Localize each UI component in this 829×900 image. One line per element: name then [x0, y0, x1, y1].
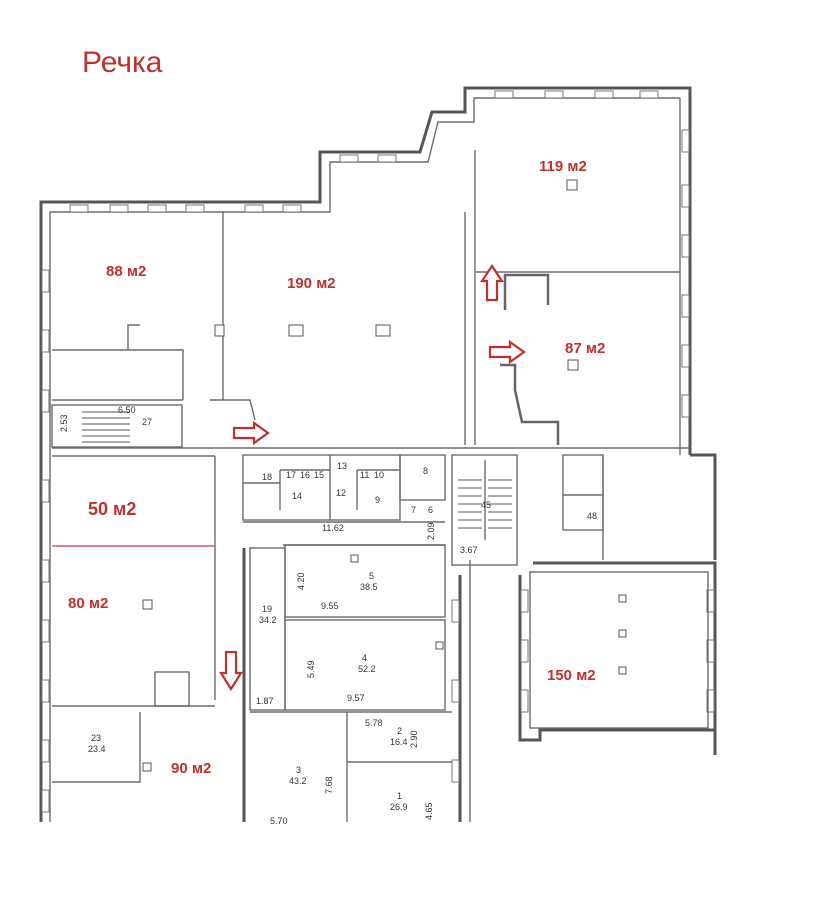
columns [142, 179, 627, 772]
room-19-area: 34.2 [259, 615, 277, 625]
room-27: 27 [142, 417, 152, 427]
room-12: 12 [336, 488, 346, 498]
room-3-area: 43.2 [289, 776, 307, 786]
area-label-150: 150 м2 [547, 667, 596, 684]
dim-hall-width: 1.87 [256, 696, 274, 706]
arrow-right-icon [232, 420, 270, 446]
room-48: 48 [587, 511, 597, 521]
room-1: 1 [397, 791, 402, 801]
room-23-area: 23.4 [88, 744, 106, 754]
room-5-area: 38.5 [360, 582, 378, 592]
room-18: 18 [262, 472, 272, 482]
room-5: 5 [369, 571, 374, 581]
dim-corridor-width: 2.09 [426, 522, 436, 540]
room-19: 19 [262, 604, 272, 614]
area-label-190: 190 м2 [287, 275, 336, 292]
dim-r27: 6.50 [118, 405, 136, 415]
dim-r4-height: 5.49 [306, 660, 316, 678]
arrow-down-icon [219, 650, 243, 692]
room-9: 9 [375, 495, 380, 505]
dim-r5-width: 9.55 [321, 601, 339, 611]
dim-r5-height: 4.20 [296, 572, 306, 590]
area-label-90: 90 м2 [171, 760, 211, 777]
arrow-up-icon [479, 264, 505, 302]
room-45: 45 [481, 500, 491, 510]
room-14: 14 [292, 491, 302, 501]
dim-r3-width: 5.70 [270, 816, 288, 826]
dim-corridor-length: 11.62 [322, 523, 344, 533]
room-16: 16 [300, 470, 310, 480]
area-label-80: 80 м2 [68, 595, 108, 612]
room-10: 10 [374, 470, 384, 480]
dim-stair-width: 3.67 [460, 545, 478, 555]
area-labels: 88 м2 190 м2 119 м2 87 м2 50 м2 80 м2 90… [68, 158, 605, 777]
room-23: 23 [91, 733, 101, 743]
room-4: 4 [362, 653, 367, 663]
area-label-50: 50 м2 [88, 499, 136, 519]
windows [41, 90, 715, 813]
room-annotations: 6.50 27 2.53 18 17 16 15 14 13 12 11 10 … [59, 405, 597, 826]
arrow-right-icon [488, 339, 526, 365]
dim-r1-height: 4.65 [424, 802, 434, 820]
room-7: 7 [411, 505, 416, 515]
room-6: 6 [428, 505, 433, 515]
interior-walls [51, 150, 709, 822]
room-8: 8 [423, 466, 428, 476]
room-11: 11 [360, 470, 369, 480]
dim-r27-side: 2.53 [59, 414, 69, 432]
room-2: 2 [397, 726, 402, 736]
area-label-87: 87 м2 [565, 340, 605, 357]
room-15: 15 [314, 470, 324, 480]
stair-treads [82, 411, 512, 529]
dim-r3-height: 7.68 [324, 776, 334, 794]
dim-r4-width: 9.57 [347, 693, 365, 703]
area-label-88: 88 м2 [106, 263, 146, 280]
entrance-arrows [219, 264, 526, 692]
room-4-area: 52.2 [358, 664, 376, 674]
outer-walls [39, 86, 717, 822]
room-2-area: 16.4 [390, 737, 408, 747]
room-1-area: 26.9 [390, 802, 408, 812]
dim-r2-width: 5.78 [365, 718, 383, 728]
room-3: 3 [296, 765, 301, 775]
plan-title: Речка [82, 46, 163, 79]
dim-r2-height: 2.90 [409, 730, 419, 748]
room-17: 17 [286, 470, 296, 480]
area-label-119: 119 м2 [539, 158, 587, 175]
room-13: 13 [337, 461, 347, 471]
